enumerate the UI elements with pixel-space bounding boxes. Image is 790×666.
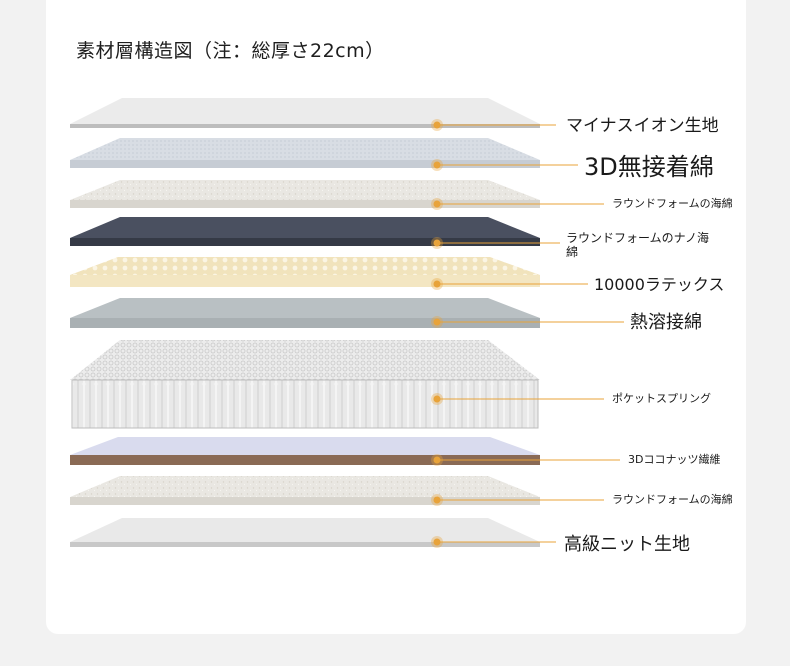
leader-dot [433, 280, 441, 288]
leader-dot [433, 161, 441, 169]
leader-dot [433, 496, 441, 504]
diagram-title: 素材層構造図（注：総厚さ22cm） [76, 40, 385, 62]
leader-dot [433, 456, 441, 464]
layer-negative-ion-fabric [70, 98, 540, 128]
layer-label: ラウンドフォームの海綿 [612, 493, 733, 506]
leader-dot [433, 239, 441, 247]
layer-label: ラウンドフォームのナノ海綿 [566, 231, 710, 259]
leader-dot [433, 200, 441, 208]
layer-label: ラウンドフォームの海綿 [612, 197, 733, 210]
leader-lines [431, 119, 624, 548]
layer-label: 3Dココナッツ繊維 [628, 453, 721, 466]
leader-dot [433, 395, 441, 403]
layer-latex [70, 257, 540, 287]
layer-nano-sponge [70, 217, 540, 246]
layer-label: 高級ニット生地 [564, 534, 690, 555]
layer-label: ポケットスプリング [612, 392, 711, 405]
layer-label: マイナスイオン生地 [566, 116, 719, 136]
layer-label: 3D無接着綿 [584, 153, 714, 181]
layer-coconut-fiber [70, 437, 540, 465]
layer-label: 10000ラテックス [594, 275, 725, 294]
layer-3d-cotton [70, 138, 540, 168]
leader-dot [433, 318, 441, 326]
layer-label: 熱溶接綿 [630, 312, 702, 333]
layer-round-foam-sponge [70, 180, 540, 208]
layer-round-foam-sponge-2 [70, 476, 540, 505]
leader-dot [433, 121, 441, 129]
layer-knit-fabric [70, 518, 540, 547]
layer-pocket-spring [70, 340, 540, 429]
layer-thermal-bonded-cotton [70, 298, 540, 328]
leader-dot [433, 538, 441, 546]
